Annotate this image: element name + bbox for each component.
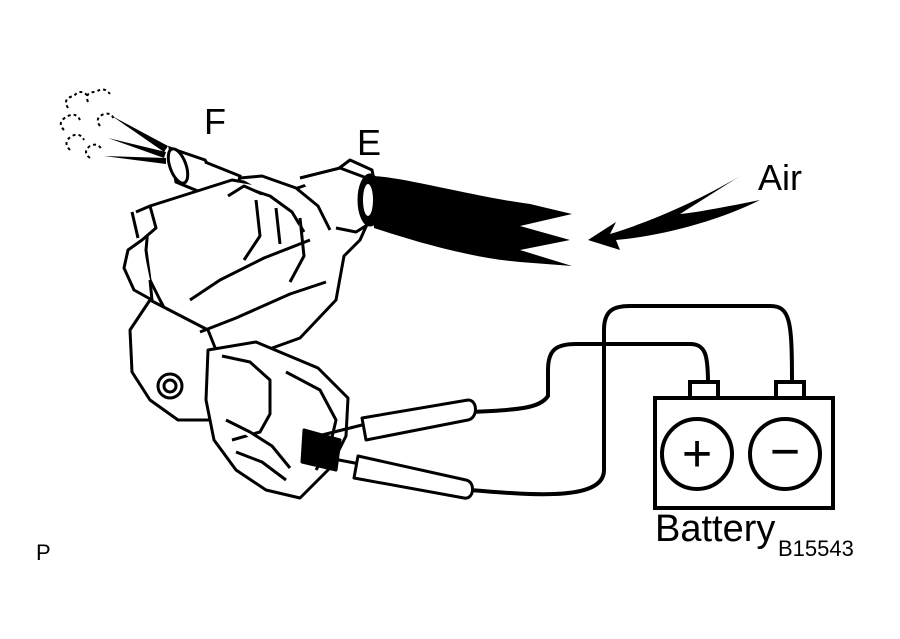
battery-label: Battery <box>655 508 776 550</box>
probe-leads <box>317 398 477 500</box>
port-e-label: E <box>357 122 382 163</box>
air-arrow-icon <box>588 176 760 250</box>
air-label: Air <box>758 157 802 198</box>
figure-code: B15543 <box>778 536 854 561</box>
corner-mark: P <box>36 540 51 565</box>
port-e-hose <box>357 173 572 266</box>
port-f-label: F <box>204 101 226 142</box>
air-jet-streaks <box>104 116 168 164</box>
vsv-body <box>122 158 380 500</box>
wiring-harness <box>468 304 794 497</box>
battery-negative-symbol: − <box>770 423 800 481</box>
battery-positive-symbol: + <box>682 425 712 483</box>
air-puffs-icon <box>59 88 115 159</box>
battery <box>653 380 835 510</box>
battery-positive-circle <box>660 417 734 491</box>
battery-negative-circle <box>748 417 822 491</box>
